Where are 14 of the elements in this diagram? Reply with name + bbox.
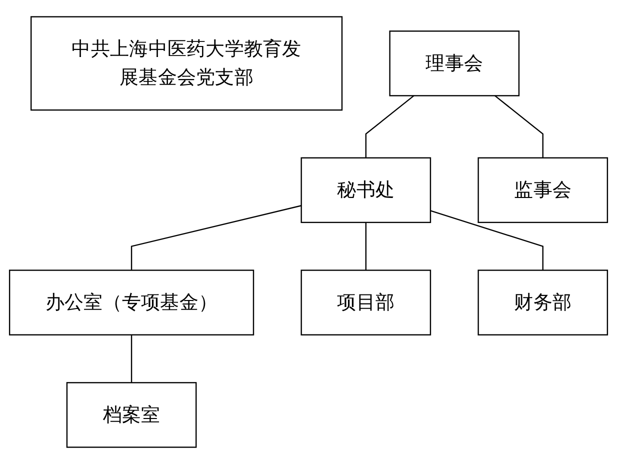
node-box: 档案室 [66,382,197,448]
connector [130,334,132,383]
node-box: 中共上海中医药大学教育发展基金会党支部 [30,16,343,111]
connector [494,95,544,158]
connector [130,205,302,270]
node-box: 理事会 [389,30,520,96]
connector [365,222,366,270]
connector [430,210,544,270]
node-box: 办公室（专项基金） [8,270,254,336]
connector [365,95,414,158]
node-box: 项目部 [300,270,432,336]
node-box: 秘书处 [300,157,432,224]
node-box: 财务部 [478,270,608,336]
node-box: 监事会 [478,157,608,224]
